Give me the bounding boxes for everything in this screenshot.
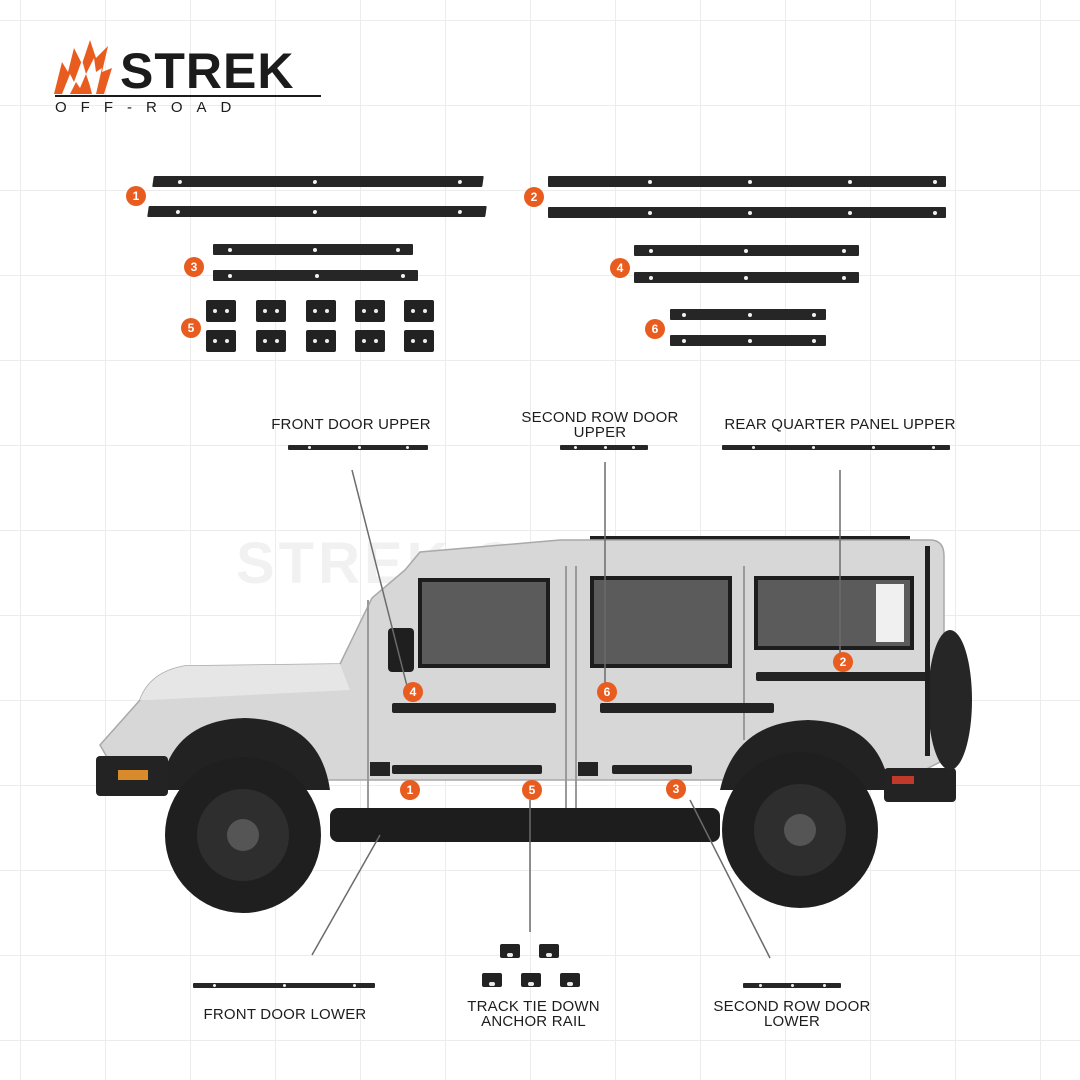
label-second-row-door-lower: SECOND ROW DOOR LOWER — [713, 998, 871, 1030]
callout-anchor-block — [560, 973, 580, 987]
flame-icon — [54, 40, 112, 94]
vehicle-badge-2: 2 — [833, 652, 853, 672]
brand-name: STREK — [120, 43, 295, 99]
vehicle-badge-5: 5 — [522, 780, 542, 800]
anchor-block — [206, 330, 236, 352]
rail-part-3-a — [213, 244, 413, 255]
anchor-block — [355, 300, 385, 322]
brand-logo: STREK OFF-ROAD — [0, 0, 340, 130]
part-number-badge-4: 4 — [610, 258, 630, 278]
vehicle-badge-3: 3 — [666, 779, 686, 799]
rail-part-2-a — [548, 176, 946, 187]
rail-part-6-b — [670, 335, 826, 346]
anchor-block — [256, 330, 286, 352]
part-number-badge-5: 5 — [181, 318, 201, 338]
anchor-block — [206, 300, 236, 322]
brand-divider — [55, 95, 321, 97]
callout-rail-second-row-door-upper — [560, 445, 648, 450]
anchor-block — [306, 300, 336, 322]
callout-anchor-block — [521, 973, 541, 987]
rail-part-3-b — [213, 270, 418, 281]
anchor-block — [306, 330, 336, 352]
label-track-tie-down-anchor-rail: TRACK TIE DOWN ANCHOR RAIL — [467, 998, 600, 1030]
vehicle-badge-1: 1 — [400, 780, 420, 800]
rail-part-4-a — [634, 245, 859, 256]
vehicle-badge-4: 4 — [403, 682, 423, 702]
label-front-door-upper: FRONT DOOR UPPER — [271, 416, 431, 433]
parts-overview: 1 2 3 4 5 6 — [0, 160, 1080, 370]
anchor-block — [355, 330, 385, 352]
callout-rail-front-door-lower — [193, 983, 375, 988]
brand-tagline: OFF-ROAD — [55, 99, 246, 116]
part-number-badge-1: 1 — [126, 186, 146, 206]
rail-part-4-b — [634, 272, 859, 283]
callout-anchor-block — [482, 973, 502, 987]
label-rear-quarter-panel-upper: REAR QUARTER PANEL UPPER — [724, 416, 956, 433]
part-number-badge-2: 2 — [524, 187, 544, 207]
label-front-door-lower: FRONT DOOR LOWER — [203, 1006, 367, 1023]
rail-part-2-b — [548, 207, 946, 218]
part-number-badge-6: 6 — [645, 319, 665, 339]
rail-part-6-a — [670, 309, 826, 320]
anchor-block — [404, 330, 434, 352]
vehicle-badge-6: 6 — [597, 682, 617, 702]
anchor-block — [256, 300, 286, 322]
part-number-badge-3: 3 — [184, 257, 204, 277]
callout-anchor-block — [500, 944, 520, 958]
callout-rail-second-row-door-lower — [743, 983, 841, 988]
callout-anchor-block — [539, 944, 559, 958]
label-second-row-door-upper: SECOND ROW DOOR UPPER — [521, 409, 679, 441]
anchor-block — [404, 300, 434, 322]
callout-rail-rear-quarter-panel-upper — [722, 445, 950, 450]
callout-rail-front-door-upper — [288, 445, 428, 450]
